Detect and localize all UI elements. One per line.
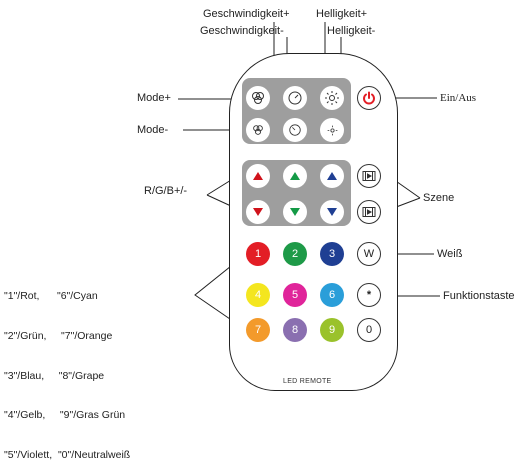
bright-plus-label: Helligkeit+ <box>316 8 368 20</box>
small-sun-icon <box>327 125 337 135</box>
digit-legend: "1"/Rot, "6"/Cyan "2"/Grün, "7"/Orange "… <box>4 264 130 475</box>
key-4[interactable]: 4 <box>246 283 270 307</box>
key-white[interactable]: W <box>357 242 381 266</box>
three-small-circles-icon <box>253 125 263 135</box>
speed-minus-button[interactable] <box>283 118 307 142</box>
remote-caption: LED REMOTE <box>283 378 332 385</box>
key-6[interactable]: 6 <box>320 283 344 307</box>
red-up-button[interactable] <box>246 164 270 188</box>
on-off-label: Ein/Aus <box>440 92 477 104</box>
scene-down-button[interactable] <box>357 200 381 224</box>
green-down-button[interactable] <box>283 200 307 224</box>
digit-legend-line: "1"/Rot, "6"/Cyan <box>4 290 98 303</box>
scene-label: Szene <box>423 192 455 204</box>
digit-legend-line: "5"/Violett, "0"/Neutralweiß <box>4 448 131 461</box>
arrow-up-red-icon <box>253 172 263 180</box>
film-icon <box>362 207 376 217</box>
digit-legend-line: "3"/Blau, "8"/Grape <box>4 369 105 382</box>
digit-legend-line: "2"/Grün, "7"/Orange <box>4 330 113 343</box>
mode-plus-label: Mode+ <box>137 92 171 104</box>
film-icon <box>362 171 376 181</box>
key-0[interactable]: 0 <box>357 318 381 342</box>
green-up-button[interactable] <box>283 164 307 188</box>
key-function[interactable]: * <box>357 283 381 307</box>
function-key-label: Funktionstaste <box>443 290 515 302</box>
bright-plus-button[interactable] <box>320 86 344 110</box>
arrow-down-blue-icon <box>327 208 337 216</box>
key-7[interactable]: 7 <box>246 318 270 342</box>
speedometer-icon <box>288 91 302 105</box>
blue-up-button[interactable] <box>320 164 344 188</box>
arrow-up-green-icon <box>290 172 300 180</box>
white-label: Weiß <box>437 248 463 260</box>
bright-minus-button[interactable] <box>320 118 344 142</box>
scene-up-button[interactable] <box>357 164 381 188</box>
blue-down-button[interactable] <box>320 200 344 224</box>
mode-plus-button[interactable] <box>246 86 270 110</box>
key-2[interactable]: 2 <box>283 242 307 266</box>
three-circles-icon <box>252 92 264 104</box>
arrow-down-red-icon <box>253 208 263 216</box>
bright-minus-label: Helligkeit- <box>327 25 376 37</box>
key-1[interactable]: 1 <box>246 242 270 266</box>
arrow-down-green-icon <box>290 208 300 216</box>
key-3[interactable]: 3 <box>320 242 344 266</box>
speed-plus-button[interactable] <box>283 86 307 110</box>
digit-legend-line: "4"/Gelb, "9"/Gras Grün <box>4 409 126 422</box>
power-icon <box>363 91 375 105</box>
key-5[interactable]: 5 <box>283 283 307 307</box>
key-9[interactable]: 9 <box>320 318 344 342</box>
speed-plus-label: Geschwindigkeit+ <box>203 8 290 20</box>
speed-minus-label: Geschwindigkeit- <box>200 25 284 37</box>
sun-icon <box>325 91 339 105</box>
power-button[interactable] <box>357 86 381 110</box>
rgb-label: R/G/B+/- <box>144 185 188 197</box>
speedometer-icon <box>289 124 301 136</box>
key-8[interactable]: 8 <box>283 318 307 342</box>
mode-minus-button[interactable] <box>246 118 270 142</box>
red-down-button[interactable] <box>246 200 270 224</box>
mode-minus-label: Mode- <box>137 124 169 136</box>
arrow-up-blue-icon <box>327 172 337 180</box>
